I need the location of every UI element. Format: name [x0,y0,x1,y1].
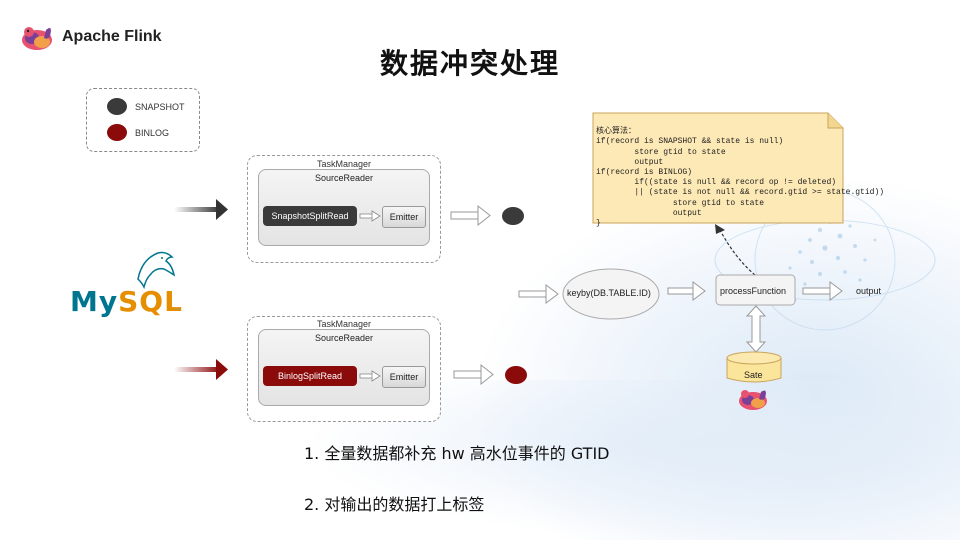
source-reader-title: SourceReader [314,173,374,183]
source-reader-title: SourceReader [314,333,374,343]
state-store-cylinder [726,351,782,383]
snapshot-split-read-box: SnapshotSplitRead [263,206,357,226]
note-line: if(record is BINLOG) [596,168,693,178]
bullet-item: 2. 对输出的数据打上标签 [304,495,485,514]
emitter-output-flow [450,204,527,386]
task-manager-title: TaskManager [316,319,372,329]
legend-item-binlog: BINLOG [107,124,169,141]
source-reader: SourceReader BinlogSplitRead Emitter [258,329,430,406]
emitter-box: Emitter [382,206,426,228]
process-state-arrow [745,305,767,353]
note-line: if((state is null && record op != delete… [596,178,837,188]
binlog-output-arrow [453,363,494,386]
source-reader: SourceReader SnapshotSplitRead Emitter [258,169,430,246]
mysql-trademark: ™ [174,307,181,315]
reader-to-emitter-arrow [359,210,381,222]
snapshot-dot-icon [107,98,127,115]
note-line: || (state is not null && record.gtid >= … [596,188,885,198]
keyby-to-process-arrow [667,281,706,301]
note-line: output [596,157,664,167]
task-manager-binlog: TaskManager SourceReader BinlogSplitRead… [247,316,441,422]
brand-logo: Apache Flink [20,22,162,52]
dolphin-icon [137,251,176,290]
task-manager-snapshot: TaskManager SourceReader SnapshotSplitRe… [247,155,441,263]
note-line: store gtid to state [596,198,765,208]
mysql-wordmark: MySQL [70,285,183,318]
dashed-note-arrow [715,224,756,276]
note-line: } [596,219,601,229]
binlog-split-read-box: BinlogSplitRead [263,366,357,386]
keyby-input-arrow [518,284,559,304]
emitter-box: Emitter [382,366,426,388]
note-line: if(record is SNAPSHOT && state is null) [596,137,784,147]
binlog-dot-icon [107,124,127,141]
process-to-output-arrow [802,281,843,301]
brand-name: Apache Flink [62,28,162,45]
page-title: 数据冲突处理 [379,47,560,80]
mysql-sql: SQL [118,285,183,318]
mysql-my: My [70,285,119,318]
flink-squirrel-small-icon [739,390,767,410]
legend: SNAPSHOT BINLOG [86,88,200,152]
snapshot-record-dot [502,207,524,225]
process-function-label: processFunction [720,286,787,296]
binlog-input-arrow [174,359,228,380]
legend-label-binlog: BINLOG [135,127,170,138]
binlog-record-dot [505,366,527,384]
output-label: output [856,286,882,296]
snapshot-input-arrow [174,199,228,220]
flink-squirrel-icon [22,27,52,50]
snapshot-output-arrow [450,204,491,227]
process-function-node [715,274,796,306]
note-line: store gtid to state [596,147,726,157]
task-manager-title: TaskManager [316,159,372,169]
keyby-label: keyby(DB.TABLE.ID) [567,288,651,298]
keyby-node [562,268,660,320]
note-line: 核心算法： [596,127,636,137]
legend-label-snapshot: SNAPSHOT [135,101,185,112]
algorithm-note-text: 核心算法：if(record is SNAPSHOT && state is n… [596,117,884,239]
reader-to-emitter-arrow [359,370,381,382]
legend-item-snapshot: SNAPSHOT [107,98,185,115]
bullet-item: 1. 全量数据都补充 hw 高水位事件的 GTID [304,444,610,463]
pipeline-diagram [518,224,843,383]
state-label: Sate [744,370,763,380]
input-arrows [174,199,228,380]
algorithm-note [592,112,844,224]
note-line: output [596,208,702,218]
